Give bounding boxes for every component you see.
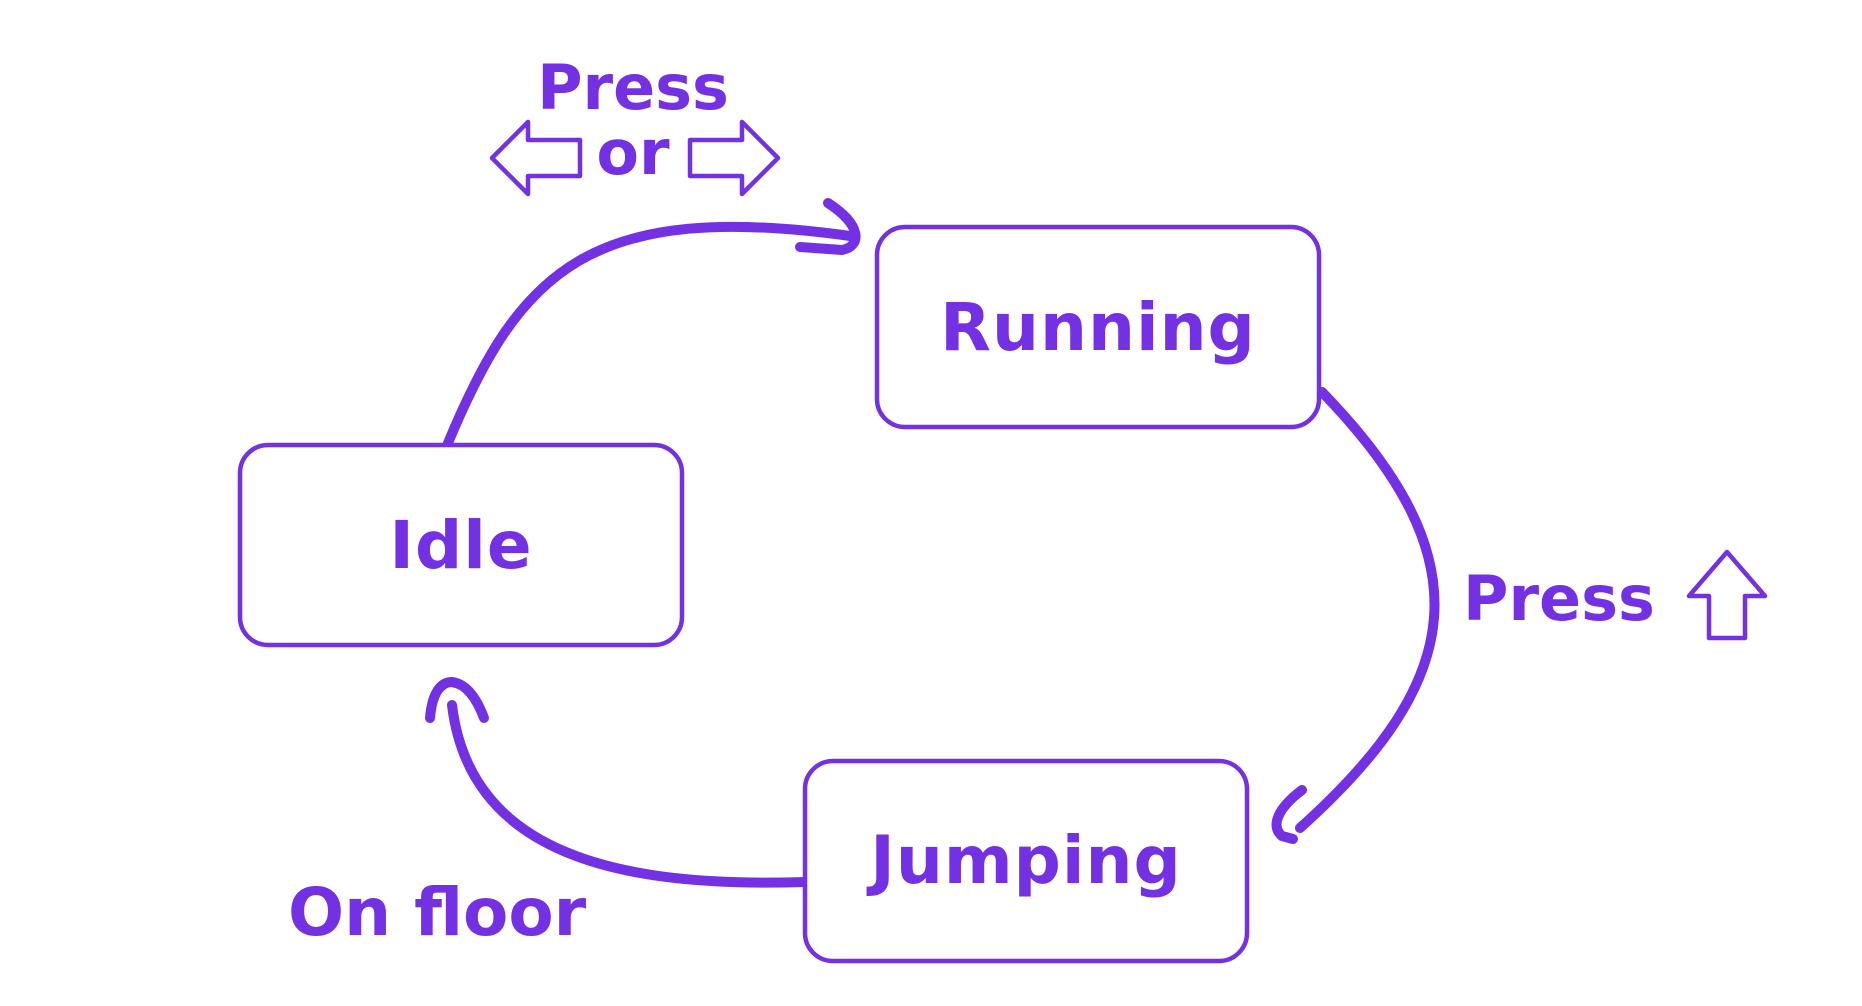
edge-running-to-jumping-arrowhead xyxy=(1271,785,1307,844)
state-idle-label: Idle xyxy=(389,507,532,584)
state-running-box xyxy=(874,224,1322,430)
right-arrow-key-icon xyxy=(687,119,781,197)
edge-running-to-jumping xyxy=(1271,387,1440,844)
state-jumping-label: Jumping xyxy=(866,822,1181,899)
edge-label-on-floor: On floor xyxy=(288,874,587,951)
edge-idle-to-running xyxy=(443,198,861,448)
state-running-label: Running xyxy=(940,289,1256,366)
edge-jumping-to-idle-line xyxy=(447,700,810,888)
edge-label-or: or xyxy=(596,116,670,189)
edge-idle-to-running-line xyxy=(443,221,855,448)
edge-label-press-top: Press xyxy=(537,51,729,124)
edge-label-running-to-jumping: Press xyxy=(1463,549,1768,641)
left-arrow-key-icon xyxy=(489,119,583,197)
edge-label-idle-to-running: Press or xyxy=(489,51,781,197)
edge-label-jumping-to-idle: On floor xyxy=(288,874,587,951)
edge-idle-to-running-arrowhead xyxy=(795,198,861,255)
edge-jumping-to-idle xyxy=(425,677,810,888)
state-jumping[interactable]: Jumping xyxy=(802,758,1250,964)
state-idle[interactable]: Idle xyxy=(237,442,685,648)
state-running[interactable]: Running xyxy=(874,224,1322,430)
edge-jumping-to-idle-arrowhead xyxy=(425,677,489,723)
edge-label-press-right: Press xyxy=(1463,562,1655,635)
state-jumping-box xyxy=(802,758,1250,964)
edge-running-to-jumping-line xyxy=(1295,387,1440,833)
up-arrow-key-icon xyxy=(1686,549,1768,641)
state-idle-box xyxy=(237,442,685,648)
